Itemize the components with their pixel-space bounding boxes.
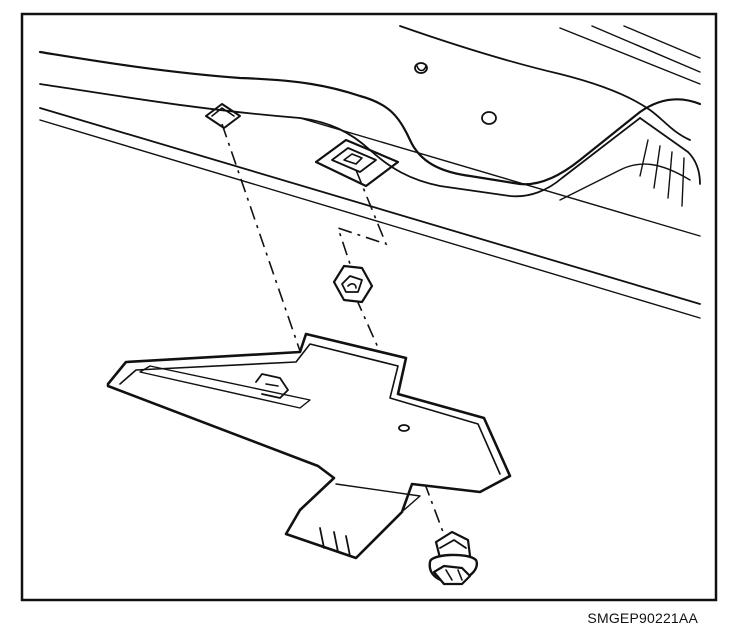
floor-square-hole-icon [205, 103, 241, 129]
floor-clip-hole-icon [314, 138, 400, 188]
flange-bolt-icon [428, 530, 479, 586]
vehicle-floor-panel-icon [38, 25, 702, 319]
figure-reference-code: SMGEP90221AA [587, 610, 698, 626]
bracket-plate-icon [106, 332, 512, 560]
diagram-frame [20, 12, 718, 602]
clip-nut-icon [332, 264, 374, 304]
